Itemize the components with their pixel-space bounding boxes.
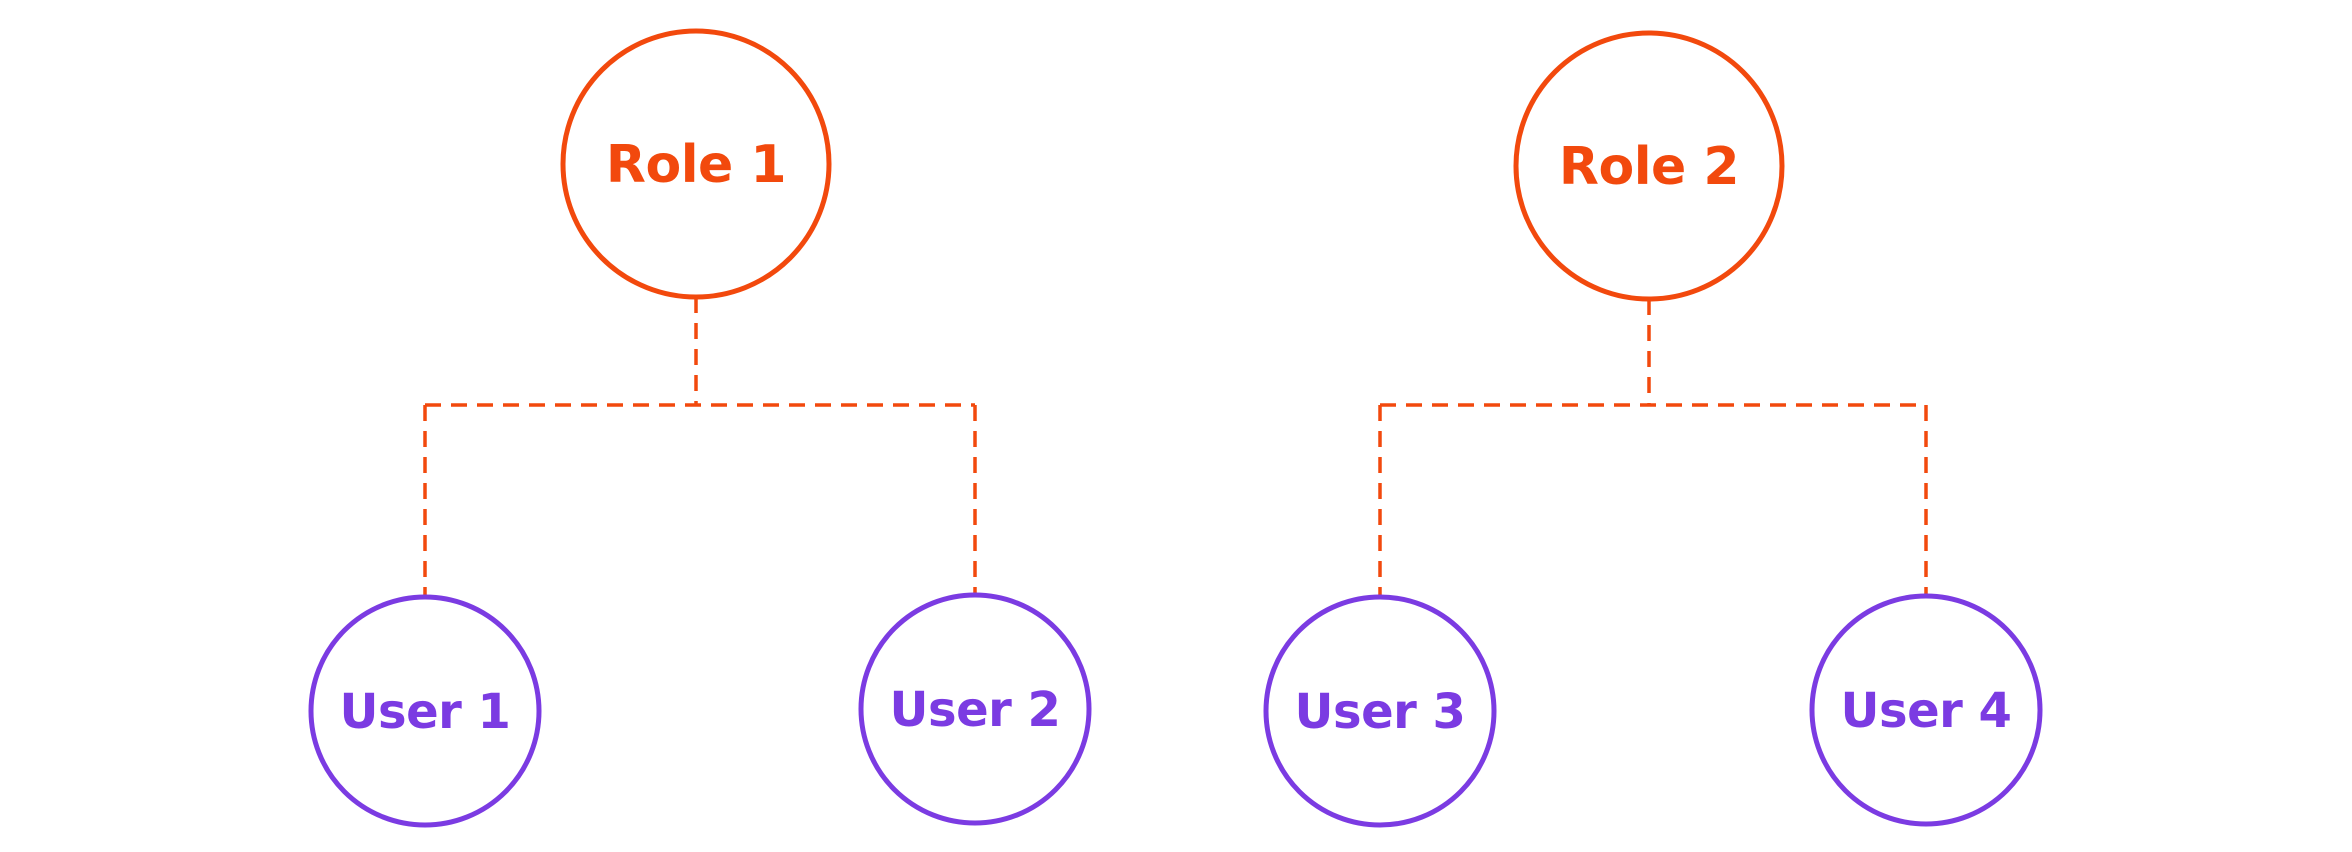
user-3-node (1263, 594, 1497, 828)
user-1-node (308, 594, 542, 828)
user-4-label: User 4 (1841, 683, 2012, 739)
role-1-label: Role 1 (606, 135, 786, 195)
tree-role-2: Role 2 User 3 User 4 (1263, 30, 2043, 828)
user-4-node (1809, 593, 2043, 827)
tree-role-1: Role 1 User 1 User 2 (308, 28, 1092, 828)
user-2-label: User 2 (890, 682, 1061, 738)
role-2-label: Role 2 (1559, 137, 1739, 197)
role-1-node (560, 28, 832, 300)
user-2-node (858, 592, 1092, 826)
role-2-node (1513, 30, 1785, 302)
user-3-label: User 3 (1295, 684, 1466, 740)
user-1-label: User 1 (340, 684, 511, 740)
